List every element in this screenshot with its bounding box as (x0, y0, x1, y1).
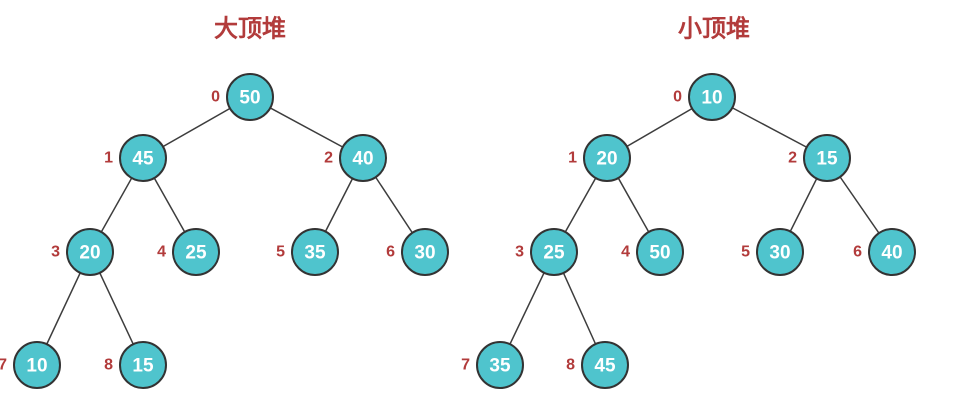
max-heap-index-label-0: 0 (211, 89, 220, 106)
max-heap-index-label-2: 2 (324, 150, 333, 167)
max-heap-index-label-5: 5 (276, 244, 285, 261)
min-heap-index-label-2: 2 (788, 150, 797, 167)
min-heap-index-label-3: 3 (515, 244, 524, 261)
max-heap-node-3 (66, 228, 114, 276)
max-heap-node-6 (401, 228, 449, 276)
min-heap-node-value-2: 15 (816, 149, 838, 170)
min-heap-group: 10 0 20 1 15 2 25 3 50 4 30 5 40 6 35 7 45 8 (461, 73, 916, 389)
min-heap-index-label-8: 8 (566, 357, 575, 374)
min-heap-index-label-1: 1 (568, 150, 577, 167)
min-heap-node-2 (803, 134, 851, 182)
min-heap-node-6 (868, 228, 916, 276)
max-heap-node-0 (226, 73, 274, 121)
min-heap-index-label-0: 0 (673, 89, 682, 106)
min-heap-node-5 (756, 228, 804, 276)
min-heap-node-value-6: 40 (881, 243, 902, 264)
min-heap-node-0 (688, 73, 736, 121)
max-heap-title: 大顶堆 (214, 16, 286, 43)
max-heap-index-label-3: 3 (51, 244, 60, 261)
min-heap-node-value-7: 35 (489, 356, 511, 377)
max-heap-node-7 (13, 341, 61, 389)
max-heap-node-2 (339, 134, 387, 182)
min-heap-node-value-0: 10 (701, 88, 722, 109)
max-heap-group: 50 0 45 1 40 2 20 3 25 4 35 5 30 6 10 7 15 8 (0, 73, 449, 389)
min-heap-node-3 (530, 228, 578, 276)
max-heap-node-value-5: 35 (304, 243, 326, 264)
min-heap-title: 小顶堆 (678, 16, 750, 43)
max-heap-node-value-0: 50 (239, 88, 260, 109)
min-heap-index-label-7: 7 (461, 357, 470, 374)
max-heap-node-value-1: 45 (132, 149, 154, 170)
max-heap-node-value-2: 40 (352, 149, 373, 170)
max-heap-index-label-7: 7 (0, 357, 7, 374)
min-heap-node-value-5: 30 (769, 243, 790, 264)
min-heap-node-1 (583, 134, 631, 182)
max-heap-node-value-3: 20 (79, 243, 100, 264)
max-heap-index-label-4: 4 (157, 244, 166, 261)
min-heap-node-7 (476, 341, 524, 389)
min-heap-node-4 (636, 228, 684, 276)
max-heap-node-1 (119, 134, 167, 182)
max-heap-node-8 (119, 341, 167, 389)
min-heap-index-label-5: 5 (741, 244, 750, 261)
max-heap-node-value-6: 30 (414, 243, 435, 264)
max-heap-node-value-8: 15 (132, 356, 154, 377)
max-heap-index-label-1: 1 (104, 150, 113, 167)
min-heap-node-value-3: 25 (543, 243, 565, 264)
min-heap-node-value-1: 20 (596, 149, 617, 170)
max-heap-node-value-4: 25 (185, 243, 207, 264)
min-heap-node-value-8: 45 (594, 356, 616, 377)
max-heap-index-label-8: 8 (104, 357, 113, 374)
max-heap-node-4 (172, 228, 220, 276)
max-heap-index-label-6: 6 (386, 244, 395, 261)
min-heap-index-label-4: 4 (621, 244, 630, 261)
max-heap-node-5 (291, 228, 339, 276)
min-heap-node-8 (581, 341, 629, 389)
min-heap-index-label-6: 6 (853, 244, 862, 261)
max-heap-node-value-7: 10 (26, 356, 47, 377)
min-heap-node-value-4: 50 (649, 243, 670, 264)
